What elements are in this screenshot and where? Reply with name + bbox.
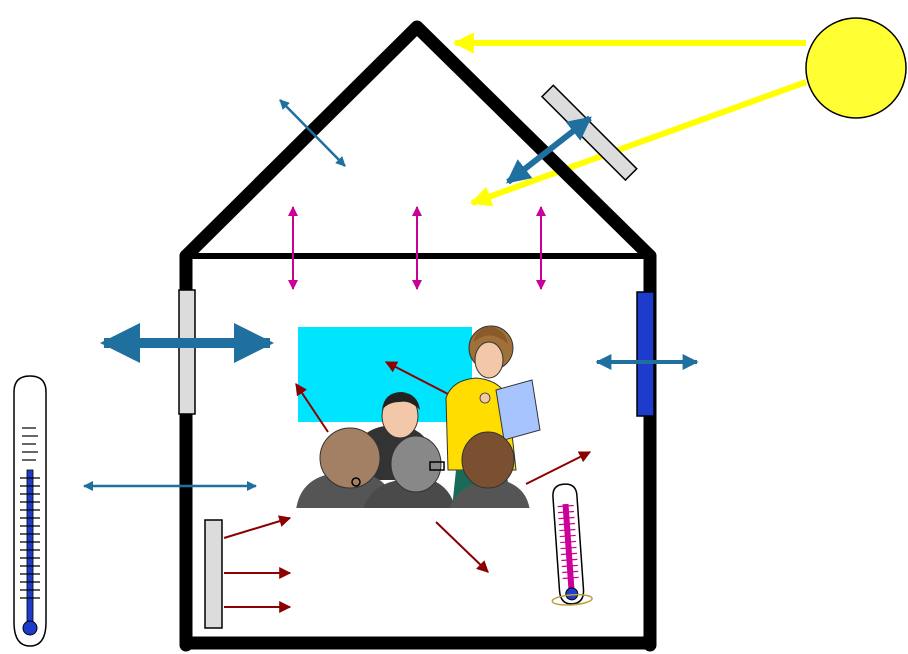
- roof-exchange-arrow-left: [279, 99, 346, 167]
- meeting-people-icon: [296, 325, 541, 514]
- internal-heat-arrow: [435, 521, 489, 573]
- roof-window-exchange-arrow: [506, 115, 592, 185]
- radiator-icon: [204, 519, 223, 629]
- internal-heat-arrow: [525, 451, 592, 485]
- outdoor-thermometer-icon: [13, 375, 47, 647]
- left-wall-window: [178, 289, 196, 415]
- internal-heat-arrow: [295, 383, 329, 433]
- radiator-heat-arrow: [223, 515, 292, 539]
- right-wall-panel: [636, 291, 655, 417]
- indoor-thermometer-icon: [551, 483, 593, 606]
- sun-ray-into-attic: [470, 79, 808, 207]
- internal-heat-arrow: [384, 361, 449, 395]
- sun-icon: [805, 17, 907, 119]
